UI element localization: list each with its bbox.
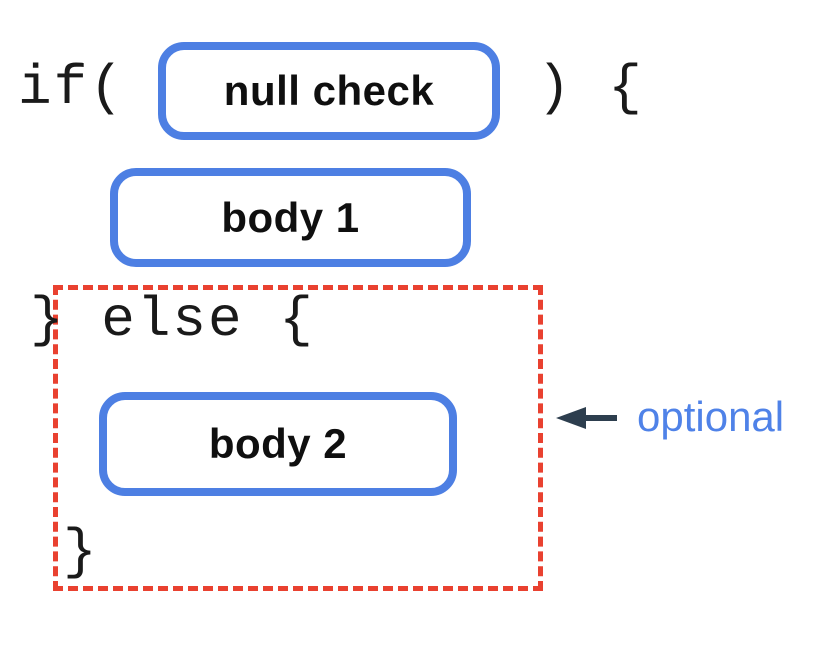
- body2-label: body 2: [208, 420, 348, 467]
- arrow-left-icon: [556, 407, 617, 429]
- code-if-open: if(: [18, 56, 125, 120]
- condition-label: null check: [223, 67, 435, 114]
- code-closing-brace: }: [63, 520, 99, 584]
- code-else-line: } else {: [30, 288, 315, 352]
- condition-placeholder-box: null check: [158, 42, 500, 140]
- optional-annotation-label: optional: [637, 393, 785, 440]
- optional-region-outline: [53, 285, 543, 591]
- body1-placeholder-box: body 1: [110, 168, 471, 267]
- code-if-close: ) {: [537, 56, 644, 120]
- body2-placeholder-box: body 2: [99, 392, 457, 496]
- body1-label: body 1: [221, 193, 360, 241]
